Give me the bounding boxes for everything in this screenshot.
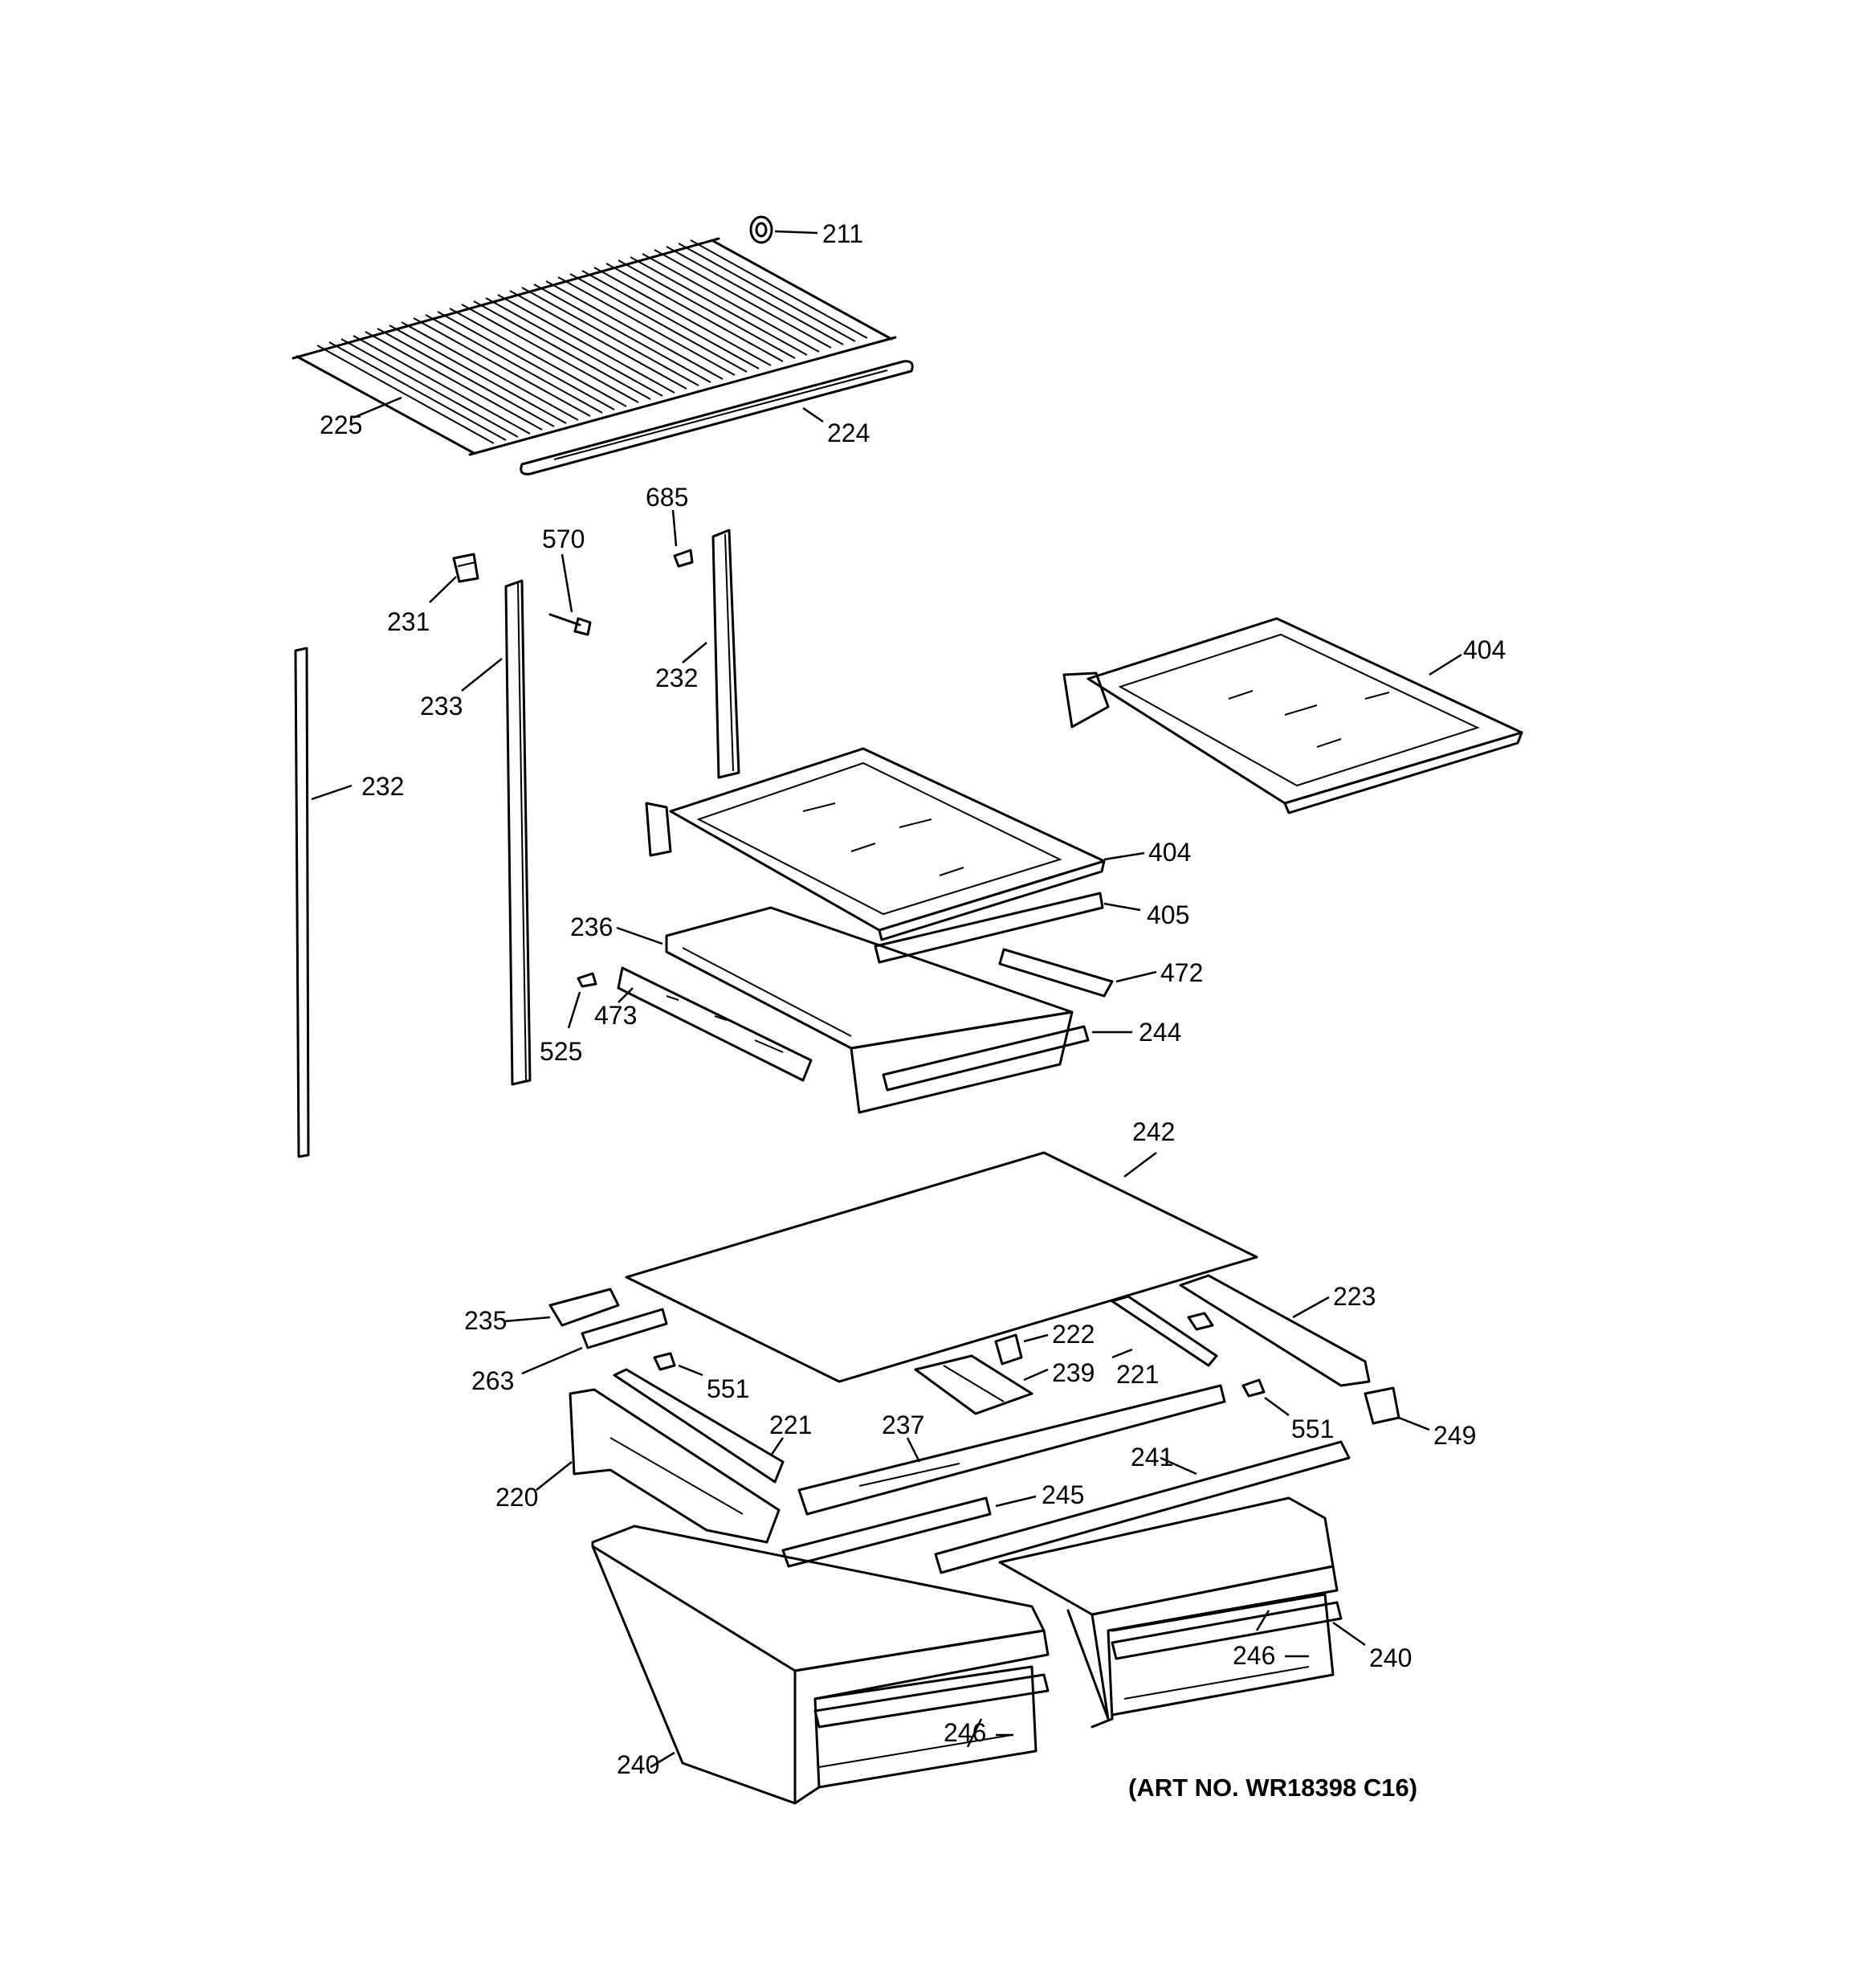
part-244-trim: [882, 1025, 1090, 1092]
callout-222: 222: [1052, 1320, 1095, 1349]
part-231-clip: [452, 553, 479, 583]
callout-labels: 211 225 224 685 570 231 233 232 232 404 …: [320, 219, 1506, 1779]
callout-235: 235: [464, 1306, 507, 1335]
callout-473: 473: [594, 1001, 637, 1030]
callout-224: 224: [827, 418, 870, 447]
callout-249: 249: [1433, 1421, 1476, 1450]
callout-221b: 221: [769, 1410, 812, 1439]
callout-221a: 221: [1116, 1360, 1159, 1389]
part-221-left-rail: [613, 1368, 785, 1484]
callout-232b: 232: [361, 772, 404, 801]
part-232-center-rail: [711, 529, 740, 779]
part-404-right-glass-shelf: [1062, 617, 1523, 814]
part-222-roller: [994, 1333, 1023, 1365]
part-221-right-rail: [1111, 1295, 1218, 1367]
callout-240b: 240: [617, 1750, 659, 1779]
part-235-bracket: [548, 1288, 620, 1327]
part-225-wire-shelf: [291, 237, 897, 456]
callout-551a: 551: [707, 1374, 749, 1403]
part-232-left-rail: [294, 647, 310, 1158]
part-242-glass-cover: [625, 1151, 1258, 1383]
callout-246a: 246: [1233, 1641, 1275, 1670]
part-239-slide-mount: [914, 1354, 1033, 1415]
part-236-pan-frame: [665, 906, 1074, 1114]
art-number: (ART NO. WR18398 C16): [1128, 1774, 1418, 1802]
callout-241: 241: [1131, 1443, 1173, 1472]
part-224-trim: [520, 360, 914, 476]
part-473-slide: [617, 966, 813, 1082]
callout-246b: 246: [944, 1718, 986, 1747]
part-263-strip: [581, 1308, 668, 1349]
callout-233: 233: [420, 692, 463, 720]
part-472-slide: [998, 948, 1114, 998]
part-249-clip: [1364, 1386, 1400, 1425]
part-233-rail: [504, 579, 532, 1086]
part-551-left-screw: [653, 1352, 676, 1371]
callout-404a: 404: [1463, 635, 1506, 664]
part-685-screw: [673, 549, 694, 568]
callout-240a: 240: [1369, 1643, 1412, 1672]
part-237-cross-bar: [797, 1384, 1226, 1516]
callout-570: 570: [542, 525, 585, 553]
part-245-trim: [781, 1496, 992, 1568]
callout-263: 263: [471, 1366, 514, 1395]
callout-472: 472: [1160, 958, 1203, 987]
callout-405: 405: [1147, 900, 1189, 929]
part-220-side-bracket: [569, 1388, 781, 1544]
part-240-left-drawer: [591, 1525, 1050, 1805]
part-405-trim: [874, 892, 1104, 964]
callout-232a: 232: [655, 663, 698, 692]
callout-244: 244: [1139, 1018, 1181, 1047]
part-211-knob: [749, 215, 773, 244]
callout-225: 225: [320, 410, 362, 439]
part-241-trim: [934, 1440, 1351, 1574]
callout-237: 237: [882, 1410, 924, 1439]
callout-685: 685: [646, 483, 688, 512]
callout-404b: 404: [1148, 838, 1191, 867]
part-551-right-screw: [1241, 1378, 1266, 1398]
callout-239: 239: [1052, 1358, 1095, 1387]
callout-245: 245: [1042, 1480, 1084, 1509]
part-570-screw: [548, 613, 592, 636]
callout-211: 211: [822, 219, 863, 248]
callout-236: 236: [570, 912, 613, 941]
callout-223: 223: [1333, 1282, 1376, 1311]
callout-220: 220: [495, 1483, 538, 1512]
callout-551b: 551: [1291, 1414, 1334, 1443]
part-223-rail: [1179, 1274, 1371, 1387]
part-525-screw: [577, 972, 597, 988]
part-404-center-glass-shelf: [645, 747, 1106, 941]
callout-242: 242: [1132, 1117, 1175, 1146]
callout-231: 231: [387, 607, 430, 636]
callout-525: 525: [540, 1037, 582, 1066]
part-240-right-drawer: [998, 1496, 1343, 1729]
